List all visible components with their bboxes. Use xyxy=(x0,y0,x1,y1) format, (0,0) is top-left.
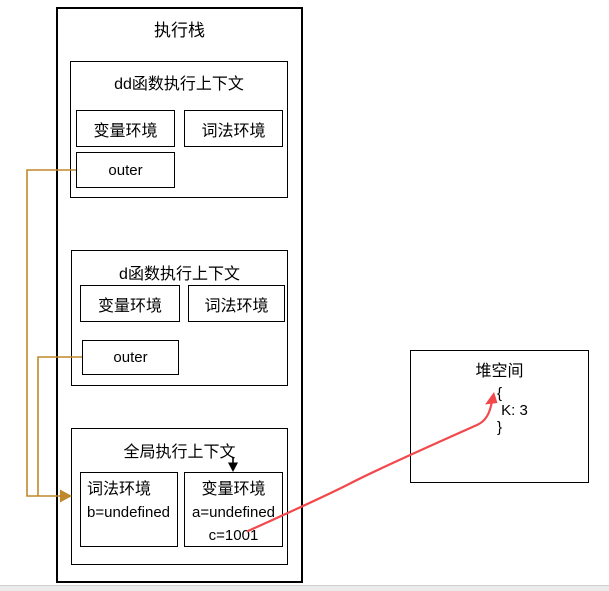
global-context-title: 全局执行上下文 xyxy=(123,444,236,461)
context-dd-lexical-env-label: 词法环境 xyxy=(201,122,266,140)
global-variable-env-label: 变量环境 xyxy=(201,481,266,498)
context-d-lexical-env-box: 词法环境 xyxy=(188,285,285,322)
window-bottom-edge xyxy=(0,585,609,591)
context-dd-outer-label: outer xyxy=(108,161,143,179)
heap-space-box: 堆空间 { K: 3 } xyxy=(410,350,589,483)
global-variable-env-entry-c: c=1001 xyxy=(208,527,259,544)
global-lexical-env-entry: b=undefined xyxy=(87,504,170,521)
context-dd-lexical-env-box: 词法环境 xyxy=(184,110,283,147)
context-dd-outer-box: outer xyxy=(76,152,175,188)
global-variable-env-box: 变量环境 a=undefined c=1001 xyxy=(184,472,283,547)
execution-stack-title: 执行栈 xyxy=(154,21,205,40)
heap-object-open-brace: { xyxy=(496,385,502,402)
context-d-lexical-env-label: 词法环境 xyxy=(204,297,269,315)
context-dd-variable-env-label: 变量环境 xyxy=(93,122,158,140)
heap-object-property: K: 3 xyxy=(501,402,528,419)
context-d-variable-env-box: 变量环境 xyxy=(80,285,180,322)
heap-object-close-brace: } xyxy=(496,419,502,436)
heap-content: 堆空间 { K: 3 } xyxy=(411,357,588,436)
context-dd-variable-env-box: 变量环境 xyxy=(76,110,175,147)
global-lexical-env-box: 词法环境 b=undefined xyxy=(80,472,178,547)
global-variable-env-entry-a: a=undefined xyxy=(192,504,275,521)
context-d-variable-env-label: 变量环境 xyxy=(97,297,162,315)
global-lexical-env-label: 词法环境 xyxy=(87,481,152,498)
heap-space-title: 堆空间 xyxy=(475,363,524,380)
context-dd-title: dd函数执行上下文 xyxy=(114,76,244,93)
context-d-outer-box: outer xyxy=(82,340,179,375)
context-d-outer-label: outer xyxy=(113,349,148,366)
context-d-title: d函数执行上下文 xyxy=(119,266,240,283)
